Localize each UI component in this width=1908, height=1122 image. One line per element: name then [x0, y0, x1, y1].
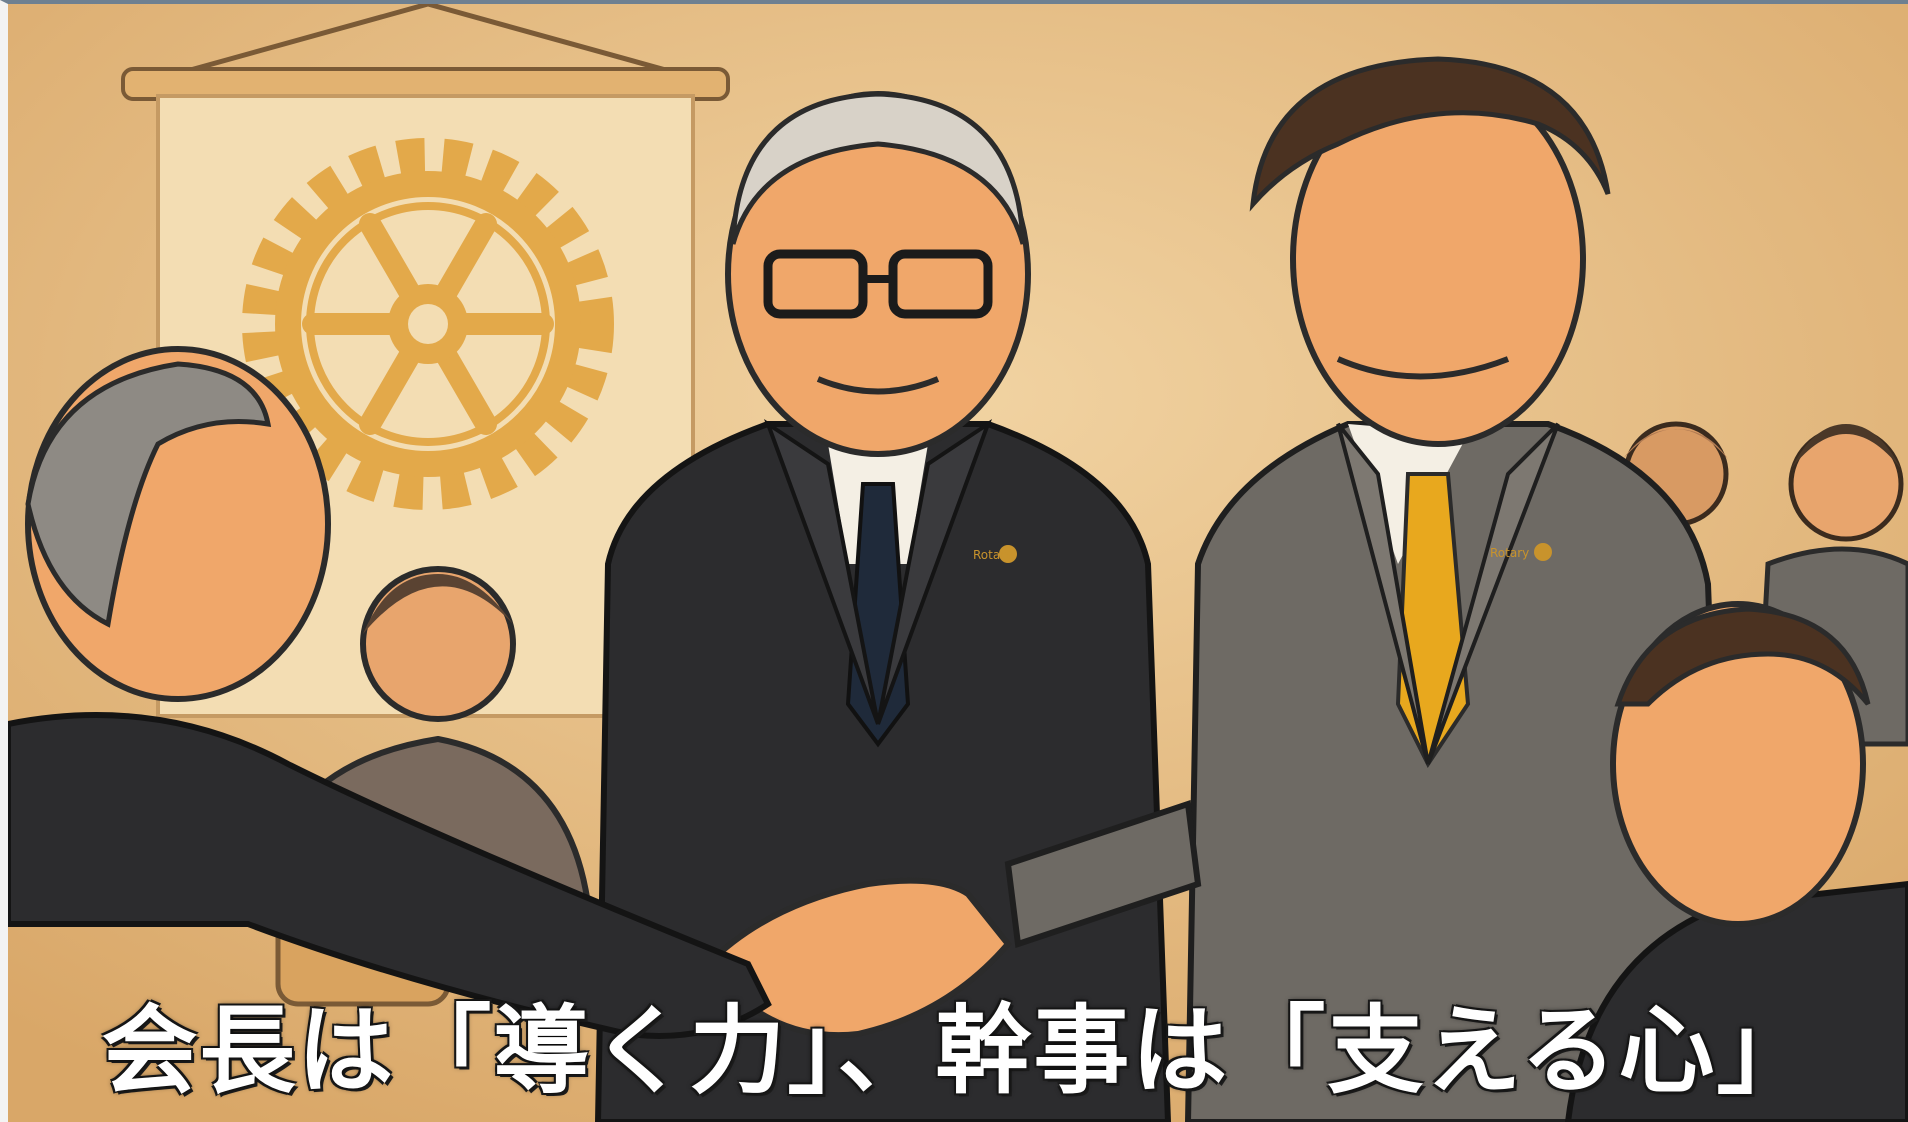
left-rotary-pin-label: Rotary — [973, 548, 1012, 562]
caption-bar: 会長は「導く力」、幹事は「支える心」 — [8, 962, 1908, 1122]
foreground-man-left — [8, 346, 772, 1039]
younger-man-gray-suit: Rotary — [1184, 56, 1732, 1122]
elderly-man-dark-suit: Rotary — [594, 91, 1172, 1122]
rotary-gear-icon — [242, 138, 614, 510]
right-rotary-pin-label: Rotary — [1490, 546, 1529, 560]
handshake — [704, 799, 1202, 1039]
foreground-man-right — [1564, 601, 1908, 1122]
caption-text: 会長は「導く力」、幹事は「支える心」 — [101, 994, 1815, 1107]
illustration-scene: Rotary Rotary — [8, 4, 1908, 1122]
